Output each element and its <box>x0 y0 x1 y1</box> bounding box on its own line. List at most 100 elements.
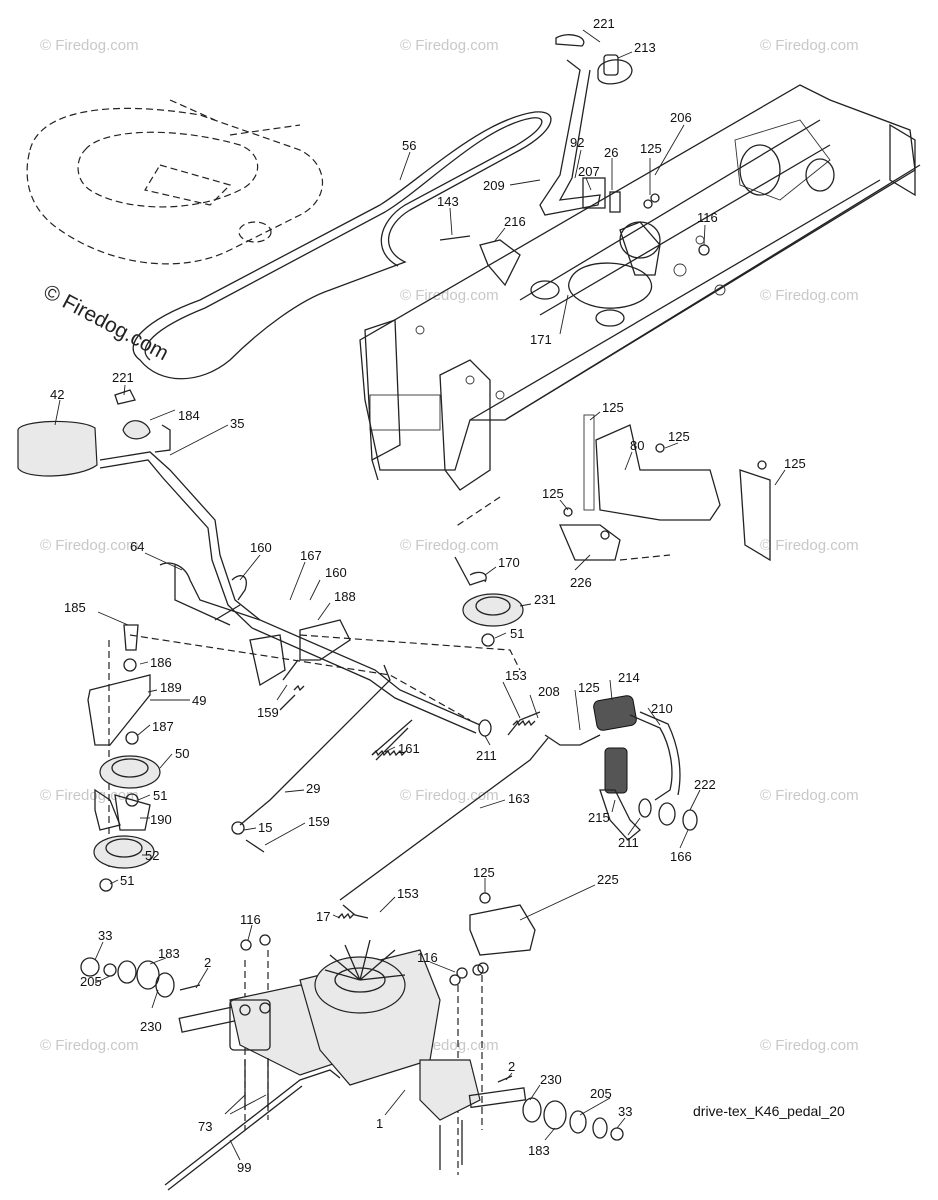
watermark: © Firedog.com <box>760 787 859 804</box>
label-80: 80 <box>630 438 644 453</box>
watermark: © Firedog.com <box>40 1037 139 1054</box>
label-206: 206 <box>670 110 692 125</box>
label-92: 92 <box>570 135 584 150</box>
watermark: © Firedog.com <box>760 1037 859 1054</box>
label-56: 56 <box>402 138 416 153</box>
label-29: 29 <box>306 781 320 796</box>
label-183: 183 <box>158 946 180 961</box>
label-184: 184 <box>178 408 200 423</box>
label-64: 64 <box>130 539 144 554</box>
label-221: 221 <box>112 370 134 385</box>
label-99: 99 <box>237 1160 251 1175</box>
label-125: 125 <box>602 400 624 415</box>
watermark: © Firedog.com <box>400 37 499 54</box>
label-171: 171 <box>530 332 552 347</box>
watermark: © Firedog.com <box>40 787 139 804</box>
label-230: 230 <box>140 1019 162 1034</box>
label-188: 188 <box>334 589 356 604</box>
watermark: © Firedog.com <box>400 287 499 304</box>
label-187: 187 <box>152 719 174 734</box>
label-143: 143 <box>437 194 459 209</box>
label-210: 210 <box>651 701 673 716</box>
label-35: 35 <box>230 416 244 431</box>
label-2: 2 <box>508 1059 515 1074</box>
rear-bracket <box>559 414 771 562</box>
label-50: 50 <box>175 746 189 761</box>
label-163: 163 <box>508 791 530 806</box>
watermark: © Firedog.com <box>760 537 859 554</box>
label-42: 42 <box>50 387 64 402</box>
label-226: 226 <box>570 575 592 590</box>
label-205: 205 <box>80 974 102 989</box>
label-125: 125 <box>578 680 600 695</box>
label-125: 125 <box>473 865 495 880</box>
label-160: 160 <box>325 565 347 580</box>
label-216: 216 <box>504 214 526 229</box>
label-15: 15 <box>258 820 272 835</box>
label-51: 51 <box>120 873 134 888</box>
bracket-225 <box>469 892 536 956</box>
label-213: 213 <box>634 40 656 55</box>
watermark: © Firedog.com <box>400 537 499 554</box>
label-73: 73 <box>198 1119 212 1134</box>
label-153: 153 <box>397 886 419 901</box>
label-116: 116 <box>417 950 438 965</box>
mower-deck-outline <box>26 99 323 265</box>
watermark: © Firedog.com <box>400 787 499 804</box>
label-167: 167 <box>300 548 322 563</box>
label-125: 125 <box>640 141 662 156</box>
axle-hardware-left <box>80 957 175 998</box>
label-225: 225 <box>597 872 619 887</box>
label-166: 166 <box>670 849 692 864</box>
watermark: © Firedog.com <box>760 287 859 304</box>
axle-hardware-right <box>522 1097 624 1141</box>
label-26: 26 <box>604 145 618 160</box>
callout-labels: 221 213 56 206 92 26 125 207 209 143 216… <box>50 16 806 1175</box>
cooling-fan <box>324 939 406 981</box>
lift-lever-assembly <box>439 34 710 287</box>
label-33: 33 <box>618 1104 632 1119</box>
label-116: 116 <box>697 210 718 225</box>
label-185: 185 <box>64 600 86 615</box>
label-161: 161 <box>398 741 420 756</box>
bolts <box>244 1058 463 1170</box>
label-125: 125 <box>784 456 806 471</box>
label-1: 1 <box>376 1116 383 1131</box>
watermark: © Firedog.com <box>40 537 139 554</box>
drive-belt <box>132 111 552 380</box>
pedal-shaft-assembly <box>17 389 492 737</box>
label-221: 221 <box>593 16 615 31</box>
label-52: 52 <box>145 848 159 863</box>
label-116: 116 <box>240 912 261 927</box>
transaxle <box>178 934 527 1121</box>
label-189: 189 <box>160 680 182 695</box>
label-2: 2 <box>204 955 211 970</box>
label-190: 190 <box>150 812 172 827</box>
label-170: 170 <box>498 555 520 570</box>
label-51: 51 <box>153 788 167 803</box>
springs <box>279 684 536 920</box>
label-214: 214 <box>618 670 640 685</box>
watermark: © Firedog.com <box>40 37 139 54</box>
label-125: 125 <box>542 486 564 501</box>
label-211: 211 <box>476 748 497 763</box>
label-160: 160 <box>250 540 272 555</box>
label-208: 208 <box>538 684 560 699</box>
idler-pulleys <box>87 556 524 892</box>
assembly-guides <box>108 496 671 1175</box>
label-159: 159 <box>308 814 330 829</box>
label-215: 215 <box>588 810 610 825</box>
label-33: 33 <box>98 928 112 943</box>
diagram-reference: drive-tex_K46_pedal_20 <box>693 1103 845 1119</box>
label-49: 49 <box>192 693 206 708</box>
chassis-frame <box>359 84 921 491</box>
leader-lines <box>54 29 786 1161</box>
control-rods <box>164 664 549 1191</box>
label-211: 211 <box>618 835 639 850</box>
pedals <box>544 695 698 841</box>
watermark: © Firedog.com <box>760 37 859 54</box>
label-125: 125 <box>668 429 690 444</box>
label-17: 17 <box>316 909 330 924</box>
label-186: 186 <box>150 655 172 670</box>
